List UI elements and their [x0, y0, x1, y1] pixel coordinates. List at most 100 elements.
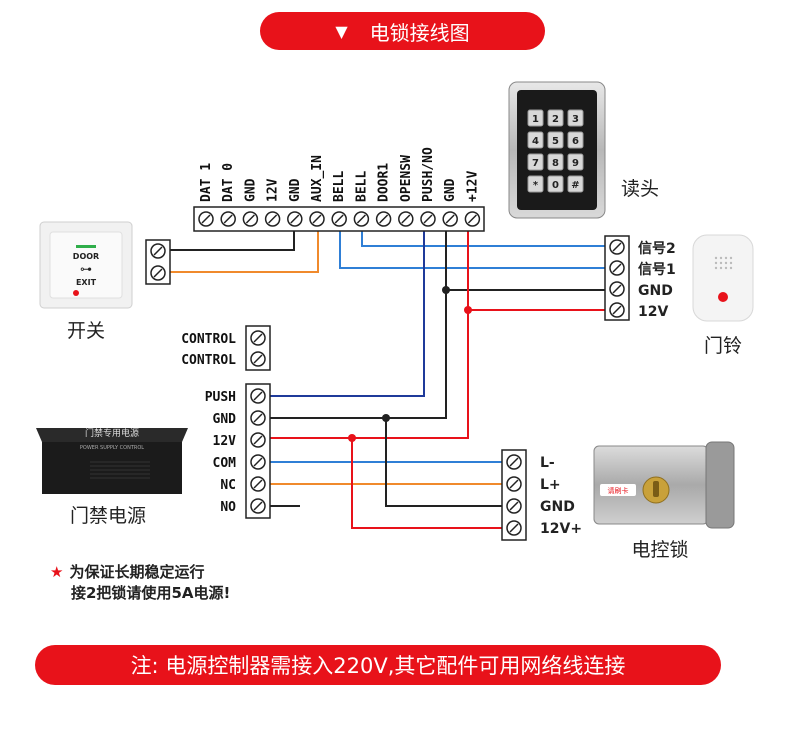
power-control-terminals: CONTROL CONTROL: [181, 325, 271, 371]
lock-terminal-label: L+: [540, 477, 561, 493]
keypad-key: 9: [567, 153, 584, 171]
controller-terminal-screw: [198, 211, 214, 227]
controller-terminal-label: DOOR1: [377, 163, 392, 202]
power-terminal-label: NO: [220, 500, 236, 515]
wire-gnd-main: [270, 227, 447, 419]
keypad-key: 7: [527, 153, 544, 171]
power-terminal-screw: [250, 388, 266, 404]
controller-terminal-label: PUSH/NO: [421, 147, 436, 202]
doorbell-terminal-label: GND: [638, 283, 673, 299]
brand-logo-icon: [718, 292, 728, 302]
footer-banner: 注: 电源控制器需接入220V,其它配件可用网络线连接: [35, 645, 721, 685]
power-terminal-screw: [250, 410, 266, 426]
svg-text:*: *: [533, 180, 539, 191]
controller-terminal-label: BELL: [332, 171, 347, 202]
svg-text:4: 4: [532, 136, 539, 147]
power-box-text: 门禁专用电源: [85, 427, 139, 439]
keypad-key: 6: [567, 131, 584, 149]
note-line-2: 接2把锁请使用5A电源!: [71, 584, 231, 602]
controller-terminal-screw: [420, 211, 436, 227]
svg-text:3: 3: [572, 114, 579, 125]
doorbell-terminal-screw: [609, 302, 625, 318]
doorbell-terminal-screw: [609, 239, 625, 255]
controller-terminal-label: AUX_IN: [310, 155, 325, 202]
lock-terminal-screw: [506, 498, 522, 514]
power-terminal-screw: [250, 454, 266, 470]
warning-note: ★为保证长期稳定运行 接2把锁请使用5A电源!: [50, 562, 230, 604]
controller-terminal-screw: [242, 211, 259, 227]
wires: [170, 227, 612, 529]
svg-text:1: 1: [532, 114, 539, 125]
power-terminal-screw: [250, 498, 266, 514]
keypad-key: 4: [527, 131, 544, 149]
exit-button: DOOR ⊶ EXIT 开关: [39, 221, 133, 342]
doorbell-terminal-label: 信号1: [638, 261, 676, 278]
controller-terminal-label: GND: [243, 178, 258, 202]
svg-text:6: 6: [572, 136, 579, 147]
doorbell-label: 门铃: [704, 335, 742, 357]
keypad-key: 8: [547, 153, 564, 171]
svg-text:5: 5: [552, 136, 559, 147]
controller-terminal-label: +12V: [465, 171, 480, 202]
exit-terminal-screw: [150, 243, 166, 259]
page-title: 电锁接线图: [369, 20, 470, 45]
controller-terminal-label: 12V: [266, 178, 281, 202]
keypad-key: 5: [547, 131, 564, 149]
keypad-key: 1: [527, 109, 544, 127]
doorbell-terminal-screw: [609, 260, 625, 276]
control-terminal-screw: [250, 330, 266, 346]
controller-terminal-screw: [464, 211, 481, 227]
lock-terminal-screw: [506, 476, 522, 492]
svg-text:0: 0: [552, 180, 559, 191]
junction-12v-1: [464, 306, 472, 314]
wire-12v-main: [270, 227, 469, 439]
wire-push: [270, 227, 425, 397]
keypad-key: #: [567, 175, 584, 193]
controller-terminal-label: GND: [288, 178, 303, 202]
keypad-key: *: [527, 175, 544, 193]
lock-sticker-text: 请刷卡: [608, 486, 629, 495]
controller-terminal-screw: [264, 211, 281, 227]
svg-text:8: 8: [552, 158, 559, 169]
svg-text:7: 7: [532, 158, 539, 169]
exit-button-door-text: DOOR: [73, 252, 99, 261]
wire-lock-12v: [351, 438, 505, 529]
controller-terminal-screw: [287, 211, 303, 227]
power-box-subtext: POWER SUPPLY CONTROL: [80, 445, 144, 451]
power-terminal-label: COM: [213, 456, 237, 471]
controller-terminal-label: BELL: [354, 171, 369, 202]
controller-terminal-label: DAT 1: [199, 163, 214, 202]
electric-lock: 请刷卡 电控锁: [593, 441, 735, 561]
controller-terminal-screw: [375, 211, 392, 227]
doorbell-terminal-label: 12V: [638, 304, 668, 320]
lock-terminal-screw: [506, 454, 522, 470]
power-terminal-label: GND: [213, 412, 237, 427]
controller-terminal-label: DAT 0: [221, 163, 236, 202]
controller-terminal-screw: [442, 211, 458, 227]
doorbell-terminal-label: 信号2: [638, 240, 676, 257]
wire-exit-gnd: [170, 227, 295, 251]
speaker-grille-icon: [714, 256, 733, 270]
power-terminal-label: PUSH: [205, 390, 236, 405]
brand-logo-icon: [73, 290, 79, 296]
exit-button-label: 开关: [67, 320, 105, 342]
junction-gnd-2: [382, 414, 390, 422]
junction-gnd-1: [442, 286, 450, 294]
note-line-1: 为保证长期稳定运行: [69, 563, 205, 581]
wire-exit-auxin: [170, 227, 319, 273]
power-terminal-label: NC: [220, 478, 236, 493]
control-terminal-label: CONTROL: [181, 353, 236, 368]
lock-terminal-label: GND: [540, 499, 575, 515]
keypad-key: 3: [567, 109, 584, 127]
controller-terminal-screw: [331, 211, 347, 227]
svg-text:2: 2: [552, 114, 559, 125]
controller-terminal-screw: [353, 211, 370, 227]
power-terminal-screw: [250, 432, 266, 448]
control-terminal-label: CONTROL: [181, 332, 236, 347]
footer-text: 注: 电源控制器需接入220V,其它配件可用网络线连接: [130, 654, 626, 678]
